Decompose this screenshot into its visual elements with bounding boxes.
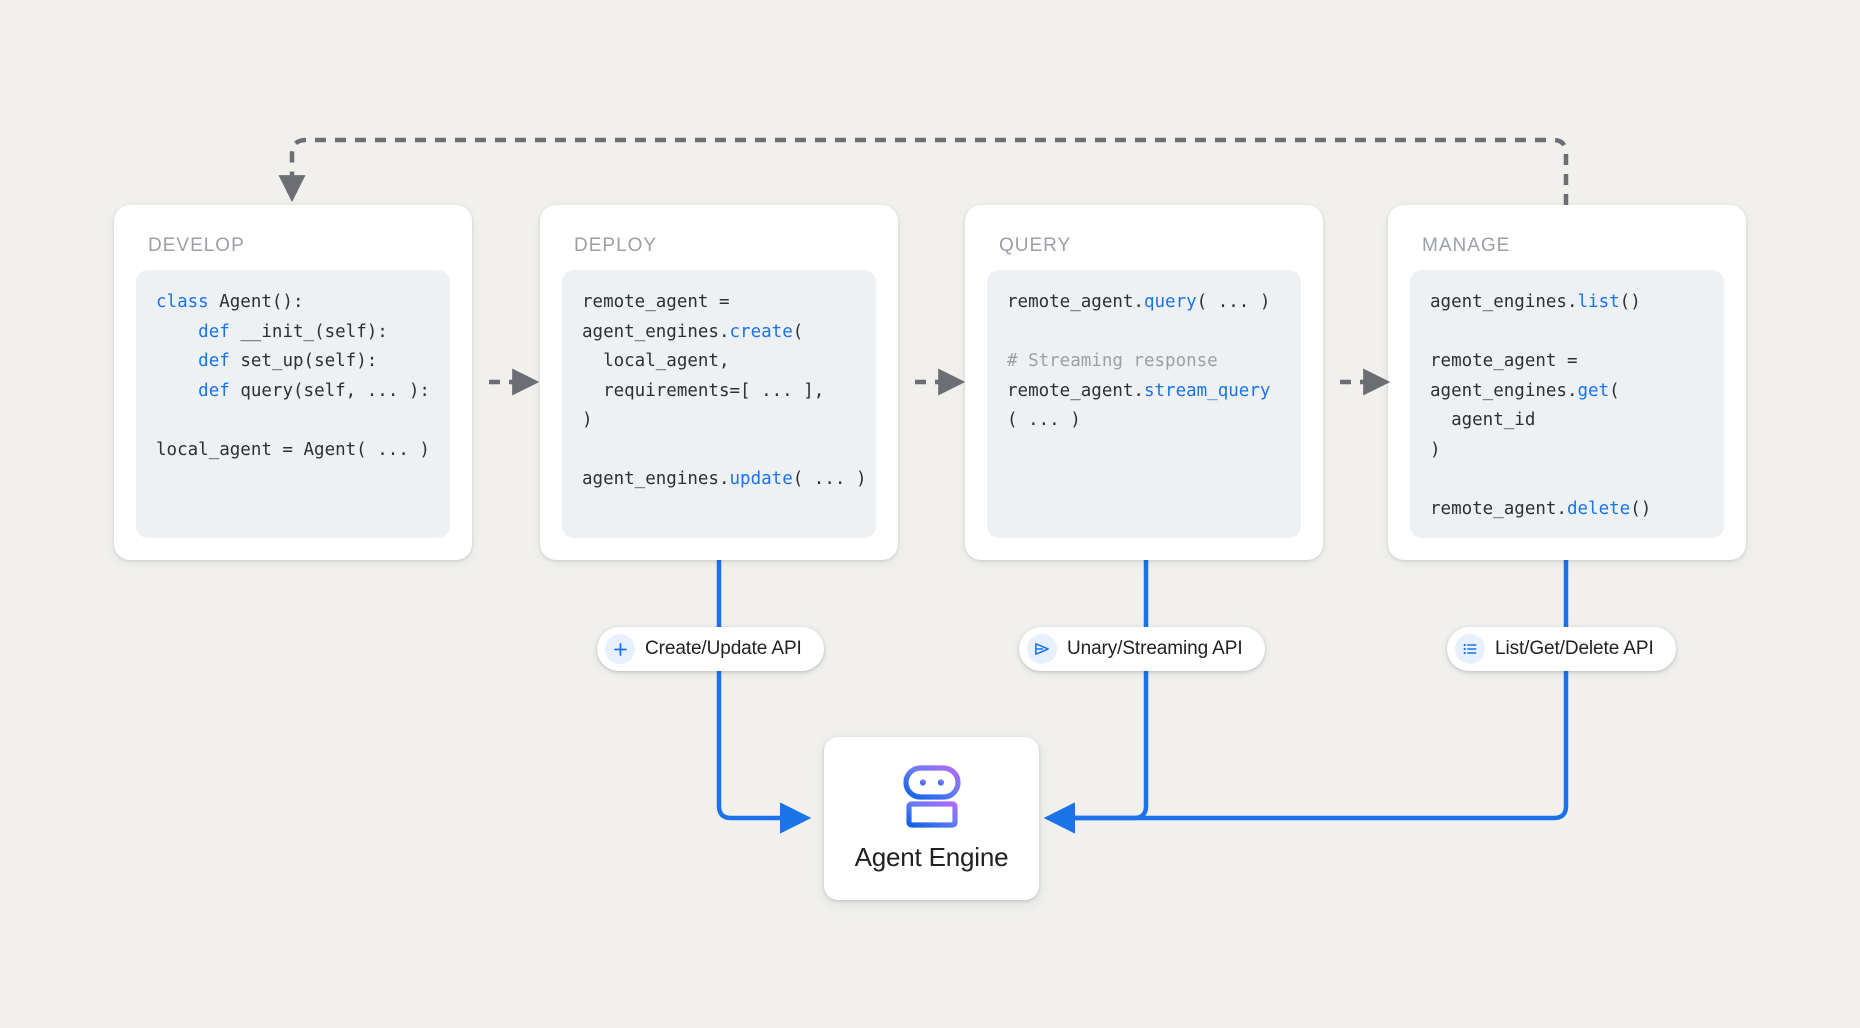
send-icon [1027, 634, 1057, 664]
stage-title-manage: MANAGE [1422, 235, 1511, 256]
list-icon [1455, 634, 1485, 664]
api-pill-label: List/Get/Delete API [1495, 638, 1654, 659]
plus-icon [605, 634, 635, 664]
stage-title-develop: DEVELOP [148, 235, 245, 256]
stage-card-query[interactable]: QUERY remote_agent.query( ... ) # Stream… [965, 205, 1323, 560]
stage-card-deploy[interactable]: DEPLOY remote_agent = agent_engines.crea… [540, 205, 898, 560]
robot-icon [898, 764, 966, 828]
stage-title-query: QUERY [999, 235, 1072, 256]
stage-title-deploy: DEPLOY [574, 235, 658, 256]
api-pill-label: Unary/Streaming API [1067, 638, 1243, 659]
agent-engine-label: Agent Engine [854, 842, 1009, 872]
arrow-feedback-loop [278, 137, 1569, 205]
api-pill-unary-streaming[interactable]: Unary/Streaming API [1019, 627, 1265, 671]
api-pill-label: Create/Update API [645, 638, 802, 659]
api-pill-list-get-delete[interactable]: List/Get/Delete API [1447, 627, 1676, 671]
agent-engine-node[interactable]: Agent Engine [824, 737, 1039, 900]
api-pill-create-update[interactable]: Create/Update API [597, 627, 824, 671]
manage-to-engine-line [1043, 560, 1569, 834]
code-block-deploy: remote_agent = agent_engines.create( loc… [562, 270, 876, 538]
stage-card-develop[interactable]: DEVELOP class Agent(): def __init_(self)… [114, 205, 472, 560]
code-block-develop: class Agent(): def __init_(self): def se… [136, 270, 450, 538]
stage-card-manage[interactable]: MANAGE agent_engines.list() remote_agent… [1388, 205, 1746, 560]
code-block-query: remote_agent.query( ... ) # Streaming re… [987, 270, 1301, 538]
query-to-engine-line [1060, 560, 1149, 821]
deploy-to-engine-line [716, 560, 812, 834]
code-block-manage: agent_engines.list() remote_agent = agen… [1410, 270, 1724, 538]
